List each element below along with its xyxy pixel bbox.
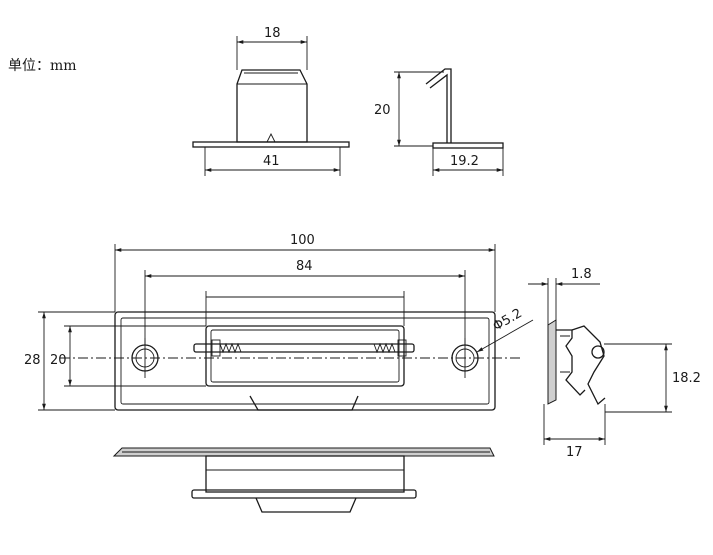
dim-hinge-depth: 17 — [566, 445, 583, 460]
top-front-view: 18 41 — [192, 26, 350, 176]
unit-label: 单位：mm — [8, 58, 77, 74]
bottom-view — [112, 447, 495, 513]
dim-side-height: 20 — [374, 103, 391, 118]
dim-thickness: 1.8 — [571, 267, 592, 282]
dim-total-height: 28 — [24, 353, 41, 368]
dim-hole-diameter: Φ5.2 — [491, 306, 525, 334]
dim-side-length: 19.2 — [450, 154, 479, 169]
dim-hinge-height: 18.2 — [672, 371, 701, 386]
main-side-view: 1.8 18.2 17 — [528, 267, 701, 460]
dim-base-width: 41 — [263, 154, 280, 169]
dim-top-width: 18 — [264, 26, 281, 41]
main-front-view: 100 84 28 20 Φ5.2 — [24, 233, 534, 411]
dim-inner-height: 20 — [50, 353, 67, 368]
dim-hole-spacing: 84 — [296, 259, 313, 274]
dim-total-length: 100 — [290, 233, 315, 248]
top-side-view: 20 19.2 — [374, 68, 504, 176]
